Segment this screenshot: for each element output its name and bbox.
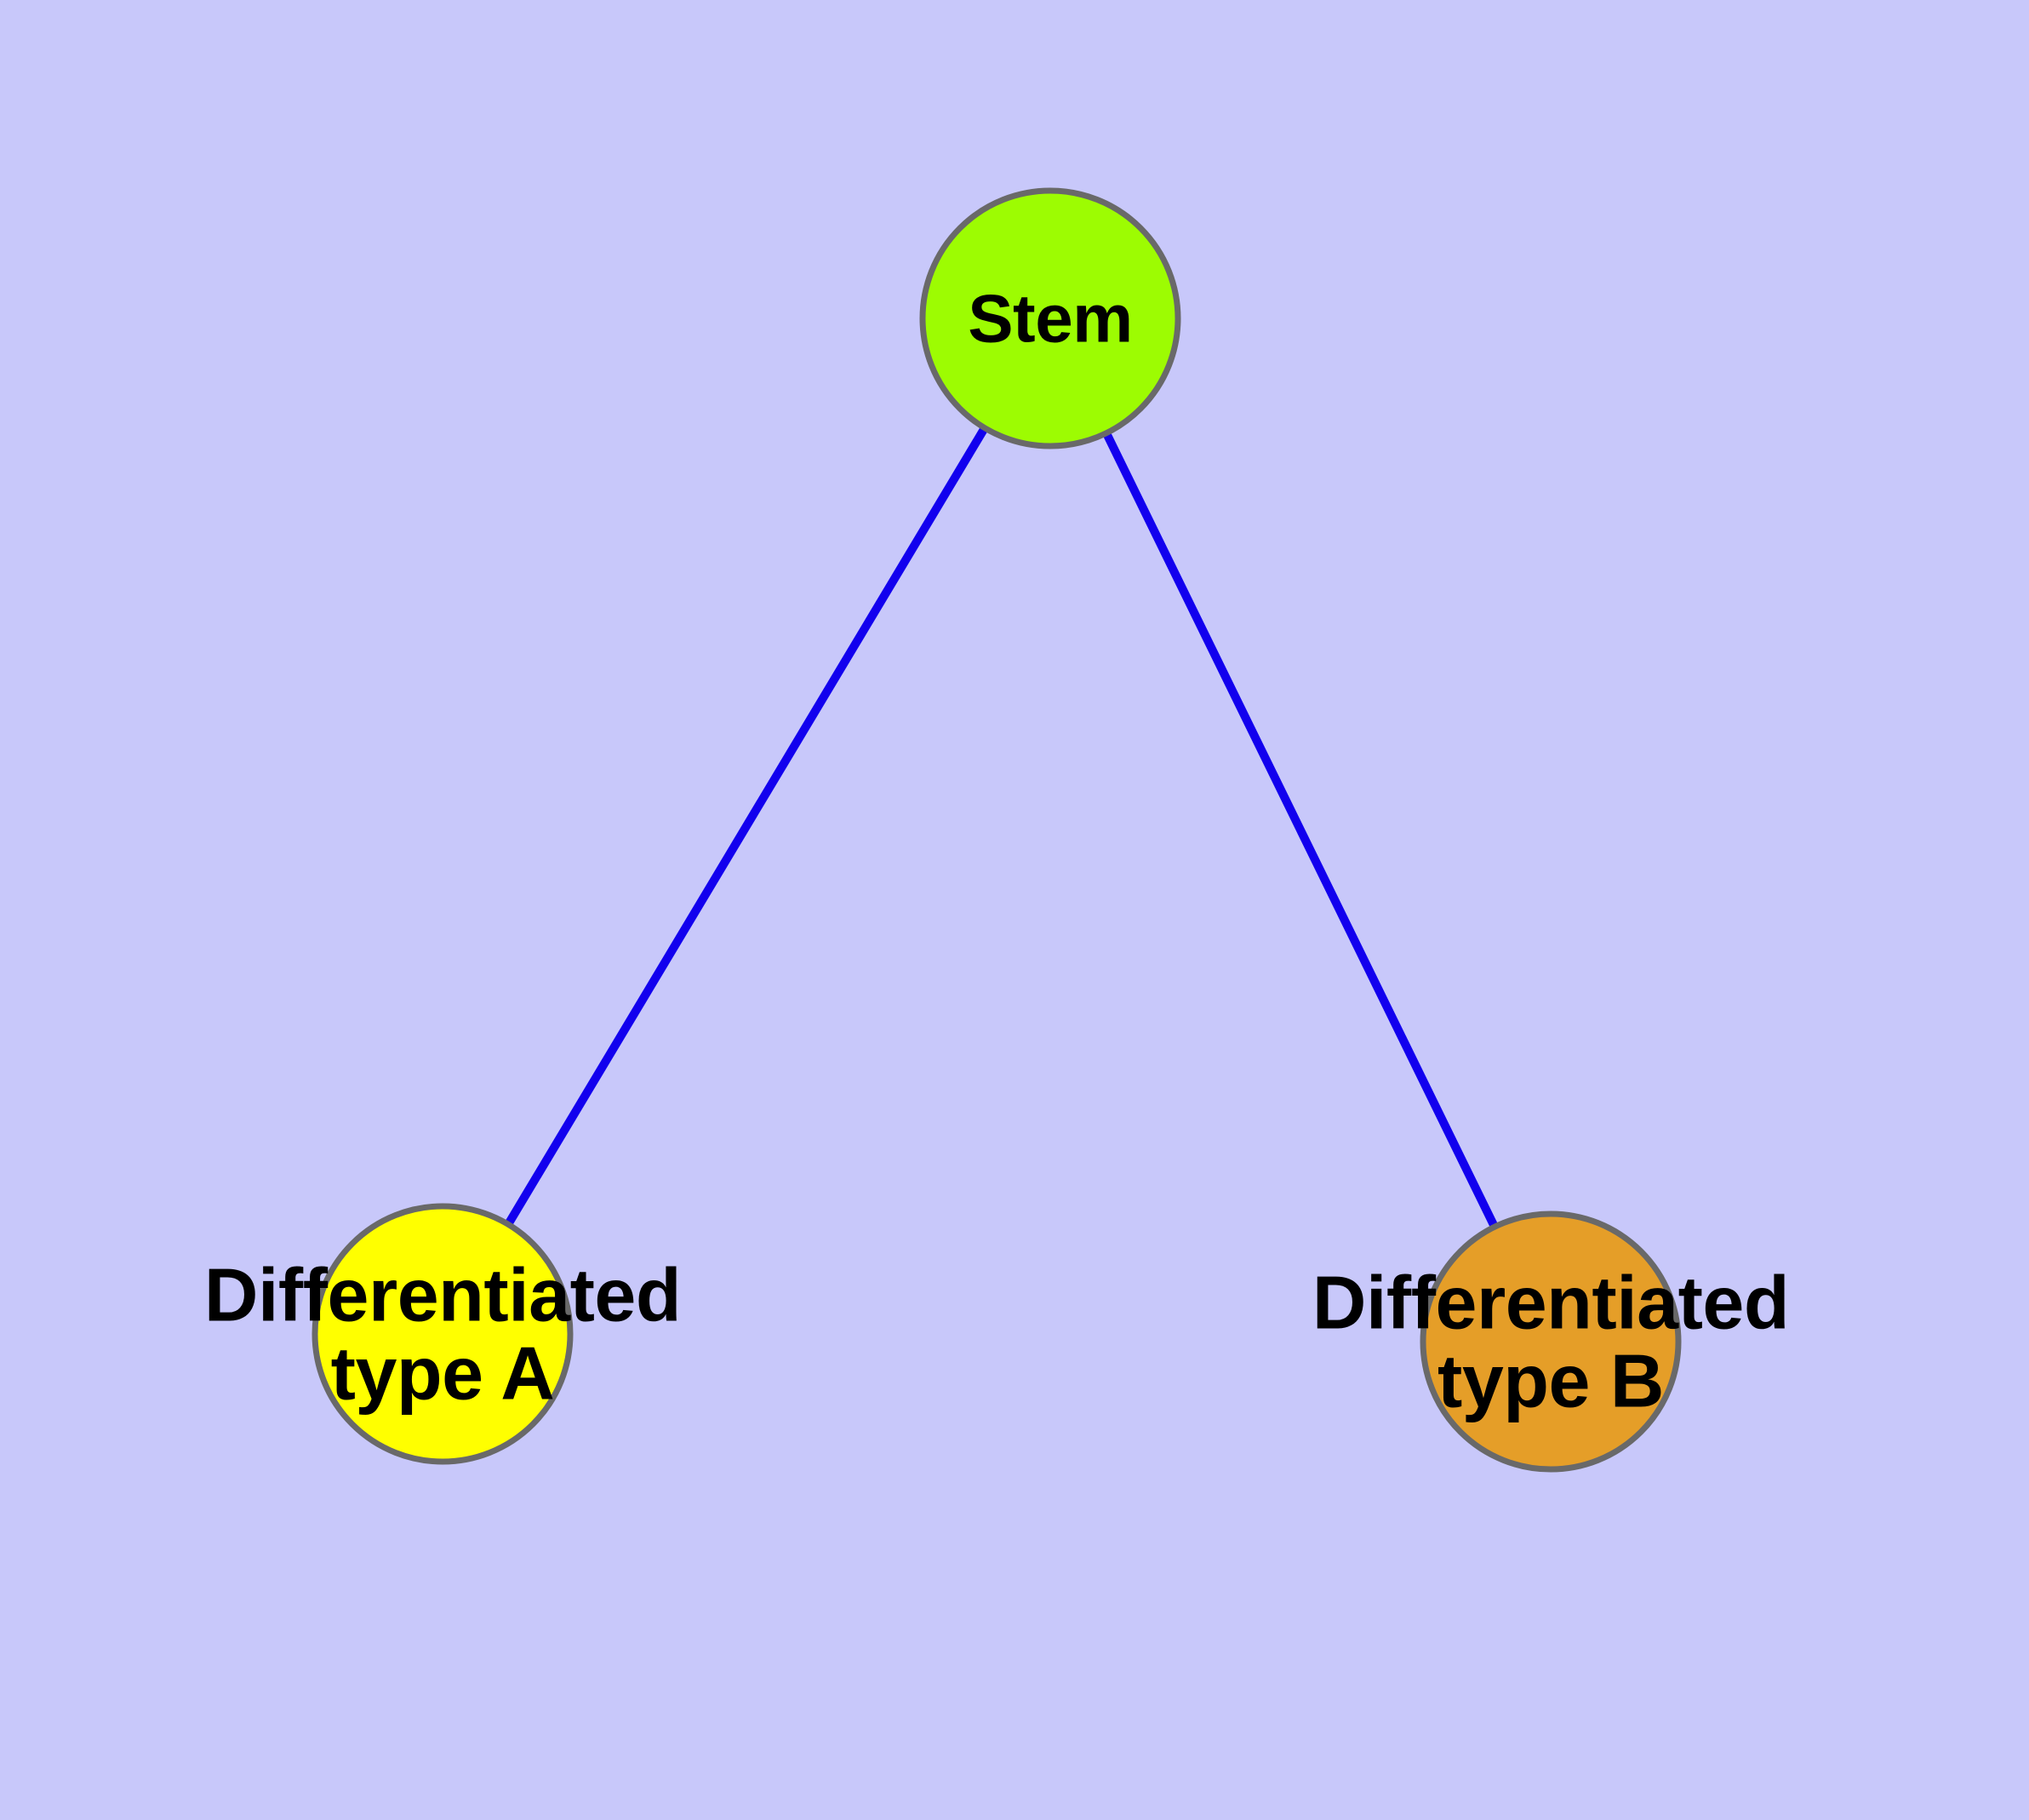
node-layer (311, 187, 1682, 1473)
node-stem[interactable] (919, 187, 1181, 449)
node-differentiated-type-a[interactable] (311, 1203, 574, 1465)
edge-layer (503, 424, 1500, 1231)
node-differentiated-type-b[interactable] (1420, 1210, 1682, 1473)
edge-stem-to-differentiated-type-a[interactable] (503, 424, 990, 1228)
edge-stem-to-differentiated-type-b[interactable] (1101, 429, 1500, 1231)
